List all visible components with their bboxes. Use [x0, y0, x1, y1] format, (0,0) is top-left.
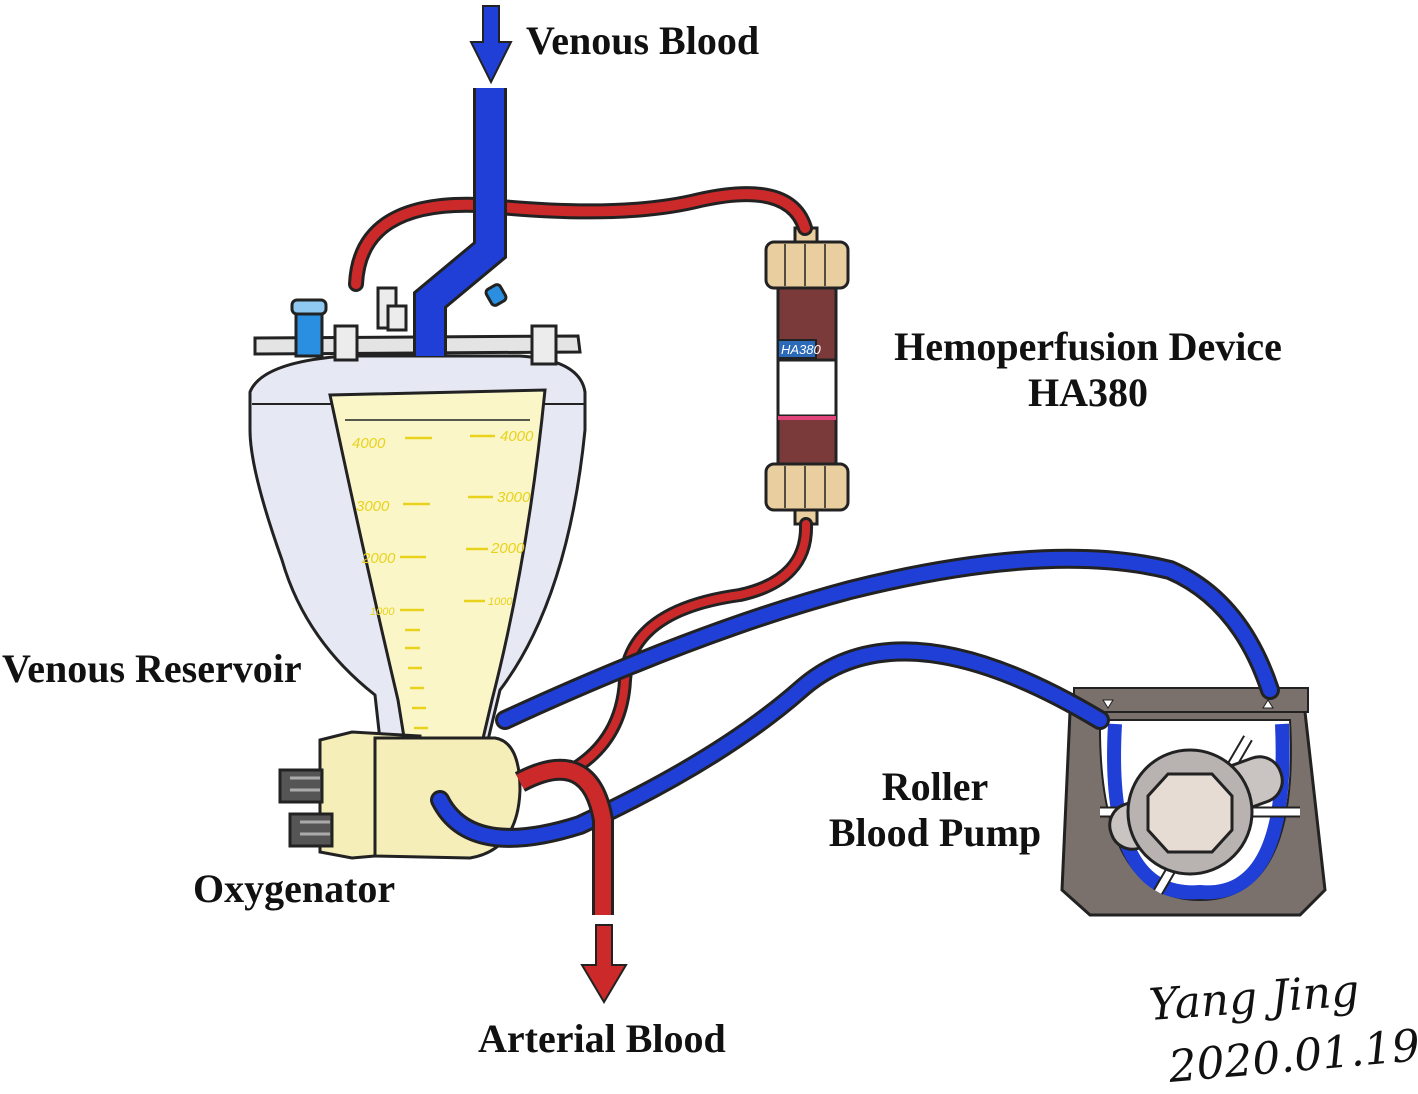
hemoperfusion-outflow-tube: [565, 517, 814, 777]
label-venous-blood: Venous Blood: [526, 18, 760, 63]
venous-blood-arrow: [469, 5, 513, 85]
arterial-blood-arrow: [580, 924, 628, 1004]
hemoperfusion-inflow-tube: [348, 186, 813, 292]
scale-left-2000: 2000: [361, 550, 396, 567]
hemoperfusion-device: [764, 226, 850, 526]
label-hemoperfusion-device: Hemoperfusion Device HA380: [868, 324, 1308, 416]
label-venous-reservoir: Venous Reservoir: [2, 646, 302, 691]
device-tag: HA380: [781, 342, 822, 357]
label-hemoperfusion-line1: Hemoperfusion Device: [894, 324, 1282, 369]
label-roller-blood-pump: Roller Blood Pump: [805, 764, 1065, 856]
scale-right-2000: 2000: [490, 540, 525, 557]
label-hemoperfusion-line2: HA380: [1028, 370, 1148, 415]
signature-name: Yang Jing: [1147, 965, 1361, 1031]
oxygenator-to-pump-tube: [430, 641, 1110, 848]
arterial-outlet-tube: [514, 758, 614, 915]
label-oxygenator: Oxygenator: [193, 866, 396, 911]
scale-right-3000: 3000: [497, 489, 531, 506]
label-roller-line2: Blood Pump: [828, 810, 1042, 855]
pump-to-reservoir-tube: [495, 548, 1280, 730]
artist-signature: Yang Jing 2020.01.19: [1147, 965, 1418, 1093]
label-roller-line1: Roller: [881, 764, 989, 809]
venous-inlet-tube: [413, 88, 507, 356]
roller-pump: [1060, 687, 1327, 917]
label-arterial-blood: Arterial Blood: [478, 1016, 726, 1061]
scale-left-4000: 4000: [352, 435, 386, 452]
scale-right-4000: 4000: [500, 428, 534, 445]
scale-left-1000: 1000: [370, 606, 395, 618]
scale-right-1000: 1000: [488, 596, 513, 608]
signature-date: 2020.01.19: [1166, 1020, 1418, 1093]
reservoir-scale: [400, 434, 495, 730]
scale-left-3000: 3000: [356, 498, 390, 515]
